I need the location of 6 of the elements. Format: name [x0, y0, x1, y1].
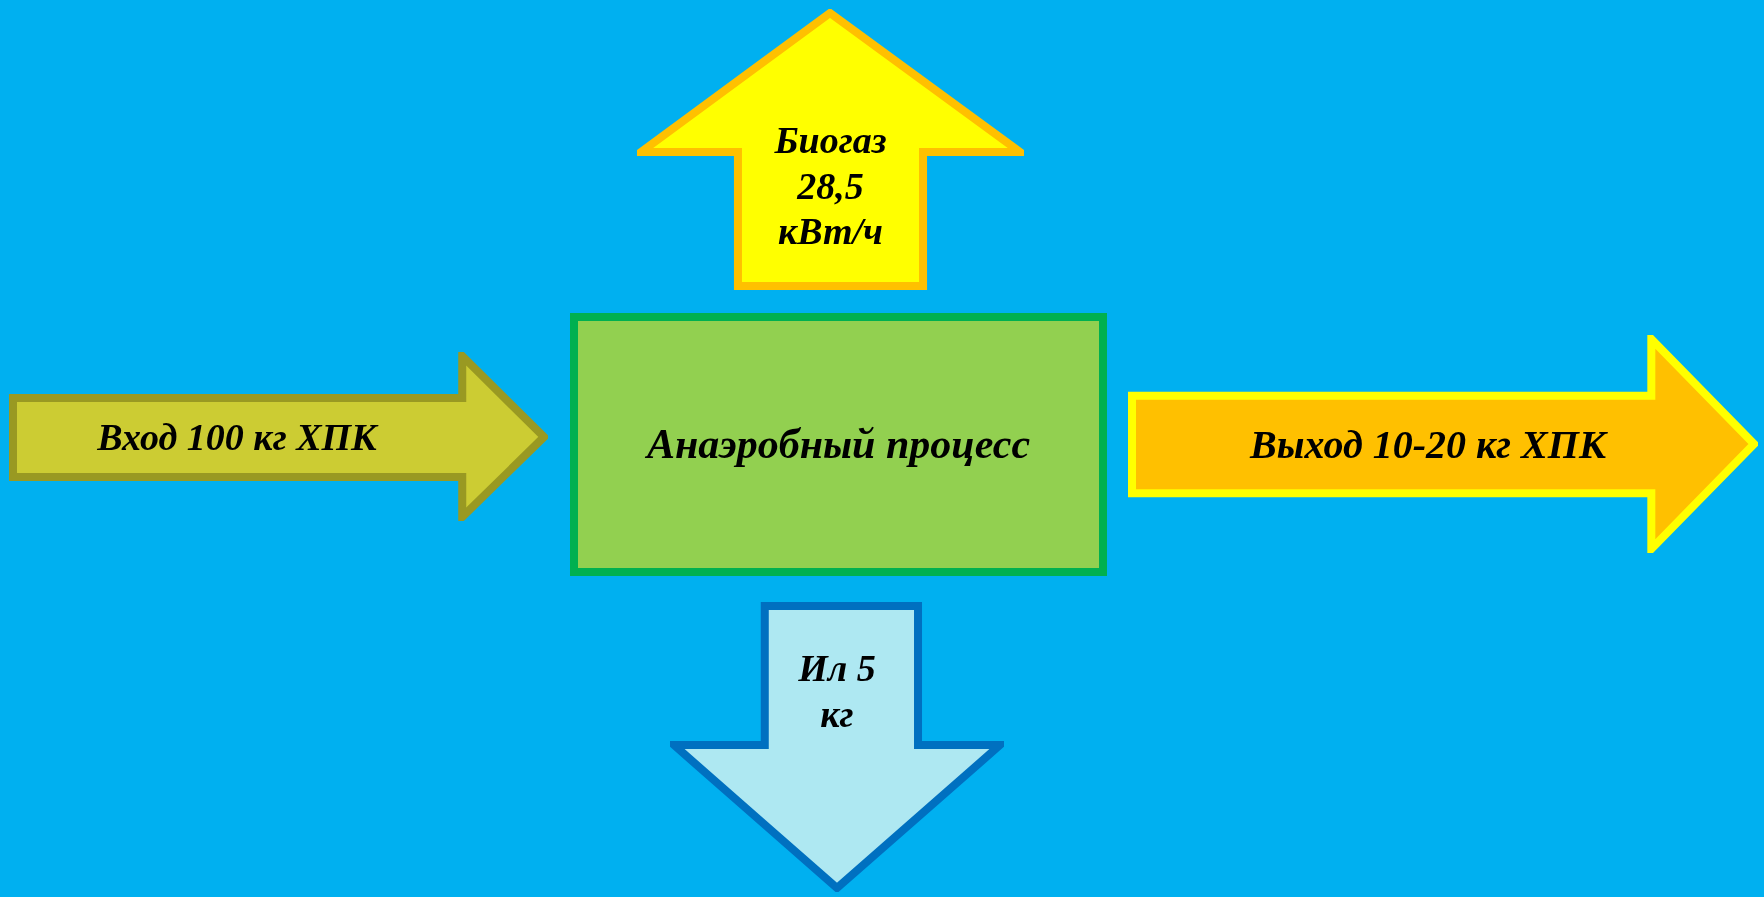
process-label: Анаэробный процесс: [646, 420, 1031, 470]
arrow-label: Биогаз 28,5 кВт/ч: [773, 118, 888, 255]
process-box: [570, 313, 1107, 576]
arrow-label: Выход 10-20 кг ХПК: [1249, 420, 1606, 469]
arrow-label: Ил 5 кг: [797, 646, 877, 737]
arrow-label: Вход 100 кг ХПК: [97, 414, 377, 460]
